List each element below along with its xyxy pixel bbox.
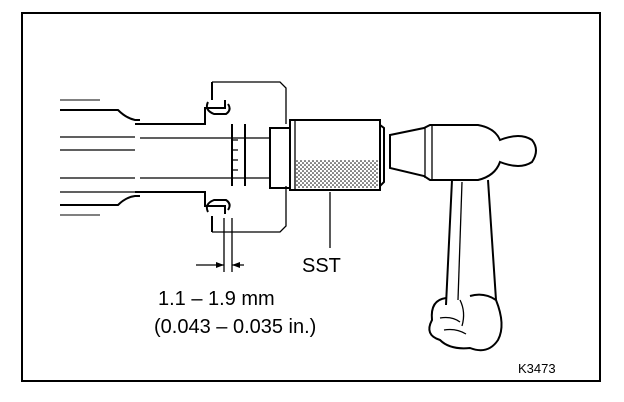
figure-border (21, 12, 601, 382)
axle-shaft (60, 99, 140, 216)
clearance-in-label: (0.043 – 0.035 in.) (154, 316, 316, 338)
clearance-dimension (196, 218, 244, 272)
clearance-mm-label: 1.1 – 1.9 mm (158, 288, 275, 310)
bearing-retainer (135, 81, 291, 233)
hand (428, 293, 503, 352)
hammer (389, 124, 537, 306)
figure-id-label: K3473 (518, 361, 556, 376)
sst-label: SST (302, 255, 341, 277)
sst-sleeve (289, 119, 385, 191)
